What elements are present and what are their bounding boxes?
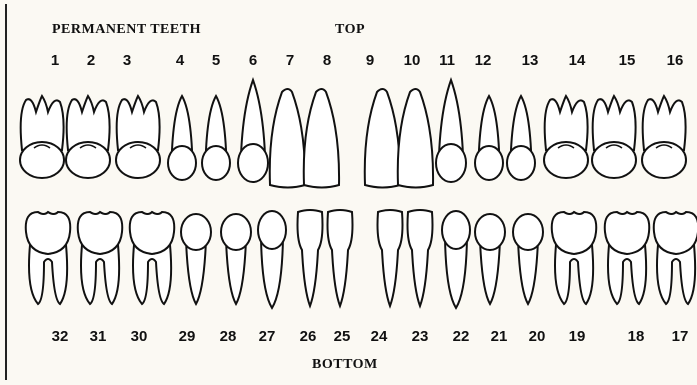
upper-tooth-2 [66,96,110,178]
lower-tooth-26 [298,210,323,306]
upper-tooth-12 [475,96,503,180]
upper-tooth-13 [507,96,535,180]
lower-tooth-number: 32 [52,328,69,345]
upper-tooth-number: 10 [404,52,421,69]
upper-tooth-7 [270,89,305,188]
upper-tooth-9 [365,89,400,188]
upper-tooth-1 [20,96,64,178]
lower-tooth-23 [408,210,433,306]
lower-tooth-number: 25 [334,328,351,345]
lower-tooth-30 [130,212,175,304]
lower-tooth-number: 24 [371,328,388,345]
lower-tooth-number: 28 [220,328,237,345]
upper-tooth-number: 5 [212,52,220,69]
lower-tooth-28 [221,214,251,304]
lower-tooth-31 [78,212,123,304]
upper-tooth-14 [544,96,588,178]
lower-tooth-number: 20 [529,328,546,345]
upper-tooth-number: 13 [522,52,539,69]
lower-tooth-number: 23 [412,328,429,345]
lower-tooth-number: 27 [259,328,276,345]
lower-tooth-29 [181,214,211,304]
lower-tooth-number: 17 [672,328,689,345]
upper-tooth-11 [436,80,466,182]
upper-tooth-number: 3 [123,52,131,69]
upper-tooth-number: 14 [569,52,586,69]
lower-tooth-number: 22 [453,328,470,345]
upper-tooth-number: 12 [475,52,492,69]
lower-tooth-number: 18 [628,328,645,345]
lower-tooth-19 [552,212,597,304]
lower-tooth-20 [513,214,543,304]
upper-tooth-5 [202,96,230,180]
upper-tooth-3 [116,96,160,178]
upper-tooth-8 [304,89,339,188]
lower-tooth-22 [442,211,470,308]
upper-tooth-6 [238,80,268,182]
lower-tooth-32 [26,212,71,304]
upper-tooth-number: 15 [619,52,636,69]
lower-tooth-24 [378,210,403,306]
lower-tooth-25 [328,210,353,306]
upper-tooth-4 [168,96,196,180]
upper-tooth-number: 4 [176,52,184,69]
upper-tooth-16 [642,96,686,178]
upper-tooth-number: 9 [366,52,374,69]
upper-tooth-number: 2 [87,52,95,69]
lower-tooth-number: 30 [131,328,148,345]
upper-tooth-number: 16 [667,52,684,69]
lower-tooth-number: 29 [179,328,196,345]
upper-tooth-number: 1 [51,52,59,69]
lower-tooth-number: 31 [90,328,107,345]
lower-tooth-number: 19 [569,328,586,345]
upper-tooth-10 [398,89,433,188]
lower-tooth-21 [475,214,505,304]
lower-tooth-18 [605,212,650,304]
upper-tooth-number: 6 [249,52,257,69]
upper-tooth-number: 7 [286,52,294,69]
lower-tooth-27 [258,211,286,308]
lower-tooth-number: 26 [300,328,317,345]
upper-tooth-number: 11 [439,52,455,69]
upper-tooth-number: 8 [323,52,331,69]
lower-tooth-17 [654,212,697,304]
lower-tooth-number: 21 [491,328,508,345]
upper-tooth-15 [592,96,636,178]
